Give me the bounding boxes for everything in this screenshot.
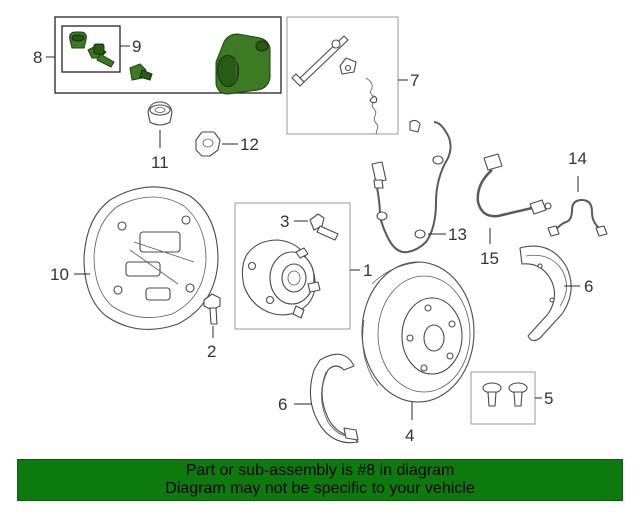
callout-14[interactable]: 14 [568,149,587,168]
part-7-box [286,16,399,135]
callout-3[interactable]: 3 [280,212,289,231]
brake-shoe-left[interactable] [309,353,359,444]
wheel-cylinder [215,33,271,95]
callout-12[interactable]: 12 [240,135,259,154]
brake-shoe-right[interactable] [519,245,572,342]
brake-pipe[interactable] [547,198,608,237]
banner-line-2: Diagram may not be specific to your vehi… [165,480,475,497]
wheel-bolt[interactable] [309,213,339,241]
part-1-box [234,202,351,330]
brake-drum[interactable] [361,261,475,403]
banner-line-1: Part or sub-assembly is #8 in diagram [185,462,455,479]
callout-4[interactable]: 4 [405,426,414,445]
hub-bearing-assembly[interactable] [241,239,321,319]
callout-11[interactable]: 11 [151,153,169,172]
callout-8[interactable]: 8 [33,48,42,67]
backing-plate[interactable] [83,186,219,330]
part-8-box [54,16,282,94]
abs-sensor-harness[interactable] [371,119,452,254]
bleeder-cap [69,31,87,49]
bleeder-screw [87,43,115,68]
callout-9[interactable]: 9 [132,37,141,56]
callout-2[interactable]: 2 [207,342,216,361]
parts-diagram: 8 9 7 11 12 13 [33,16,608,445]
callout-7[interactable]: 7 [410,71,419,90]
hub-nut[interactable] [195,131,221,157]
info-banner: Part or sub-assembly is #8 in diagram Di… [17,459,623,501]
part-9-box [61,25,121,73]
callout-5[interactable]: 5 [544,389,553,408]
backing-plate-bolt[interactable] [203,293,221,325]
callout-13[interactable]: 13 [448,225,467,244]
rubber-plug[interactable] [147,101,173,126]
callout-6-right[interactable]: 6 [584,277,593,296]
callout-10[interactable]: 10 [50,265,69,284]
mounting-bolt [129,63,153,81]
callout-6-left[interactable]: 6 [278,395,287,414]
part-5-box [470,371,536,425]
callout-15[interactable]: 15 [480,249,499,268]
adjuster-assembly[interactable] [291,35,379,135]
brake-hose[interactable] [476,153,552,218]
drum-screws[interactable] [482,382,528,407]
callout-1[interactable]: 1 [363,261,372,280]
wheel-cylinder-kit-group[interactable] [54,16,282,95]
